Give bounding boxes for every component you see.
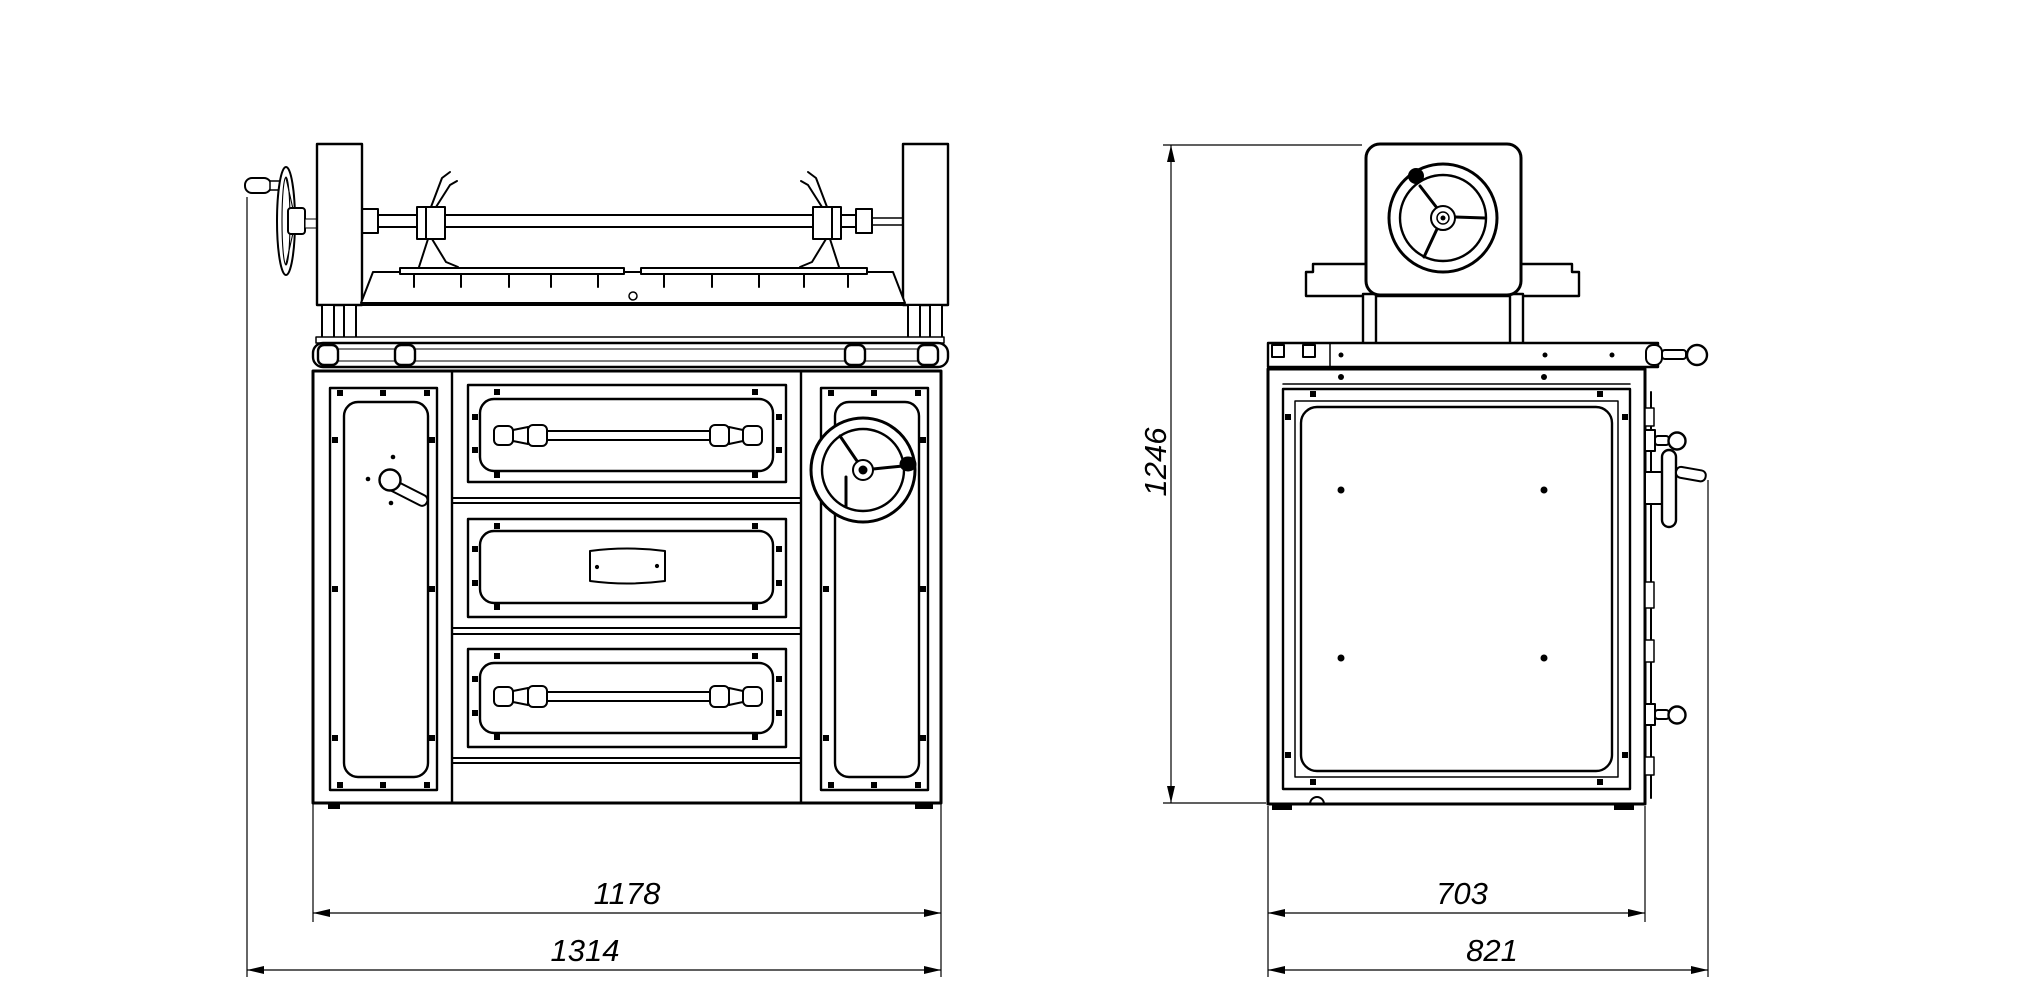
- neck-pillar-left: [1361, 292, 1378, 346]
- drawer-middle: [466, 517, 788, 619]
- gearbox-housing: [1364, 142, 1523, 297]
- spit-post-left: [315, 142, 364, 307]
- dimension-front-overall-width: 1314: [247, 933, 941, 974]
- dim-label-1314: 1314: [551, 933, 620, 968]
- dim-label-703: 703: [1436, 876, 1488, 911]
- upper-ball-knob: [1644, 429, 1687, 452]
- right-door-panel: [809, 386, 930, 792]
- rest-spikes: [413, 273, 849, 288]
- wheel-knob: [1408, 168, 1424, 184]
- rail-nut: [316, 343, 340, 367]
- drip-tray: [316, 267, 949, 306]
- shaft-collar-right: [855, 208, 873, 234]
- handwheel-top: [1387, 162, 1499, 274]
- shaft-collar-left: [361, 208, 379, 234]
- handwheel-edge-left: [276, 166, 319, 276]
- drawer-bottom: [466, 647, 788, 749]
- name-plate: [589, 547, 666, 585]
- foot-pad: [915, 803, 933, 809]
- front-rail: [311, 336, 950, 369]
- dimension-side-overall-height: 1246: [1138, 145, 1175, 803]
- foot-pad: [328, 803, 340, 809]
- left-door-panel: [328, 386, 439, 792]
- dim-label-1246: 1246: [1138, 427, 1173, 497]
- crank-handle: [244, 177, 282, 194]
- rail-nut: [393, 343, 417, 367]
- bottom-notch: [1309, 796, 1325, 805]
- dim-label-821: 821: [1466, 933, 1518, 968]
- side-handwheel-edge: [1644, 448, 1707, 529]
- wheel-knob: [899, 456, 917, 472]
- side-door-panel: [1281, 387, 1632, 791]
- lower-ball-knob: [1644, 703, 1687, 726]
- side-body: [1266, 367, 1647, 810]
- front-view: [244, 142, 950, 809]
- side-view: [1266, 142, 1709, 810]
- side-rail: [1266, 341, 1709, 376]
- rail-ball-lever: [1661, 343, 1709, 367]
- rail-nut: [843, 343, 867, 367]
- handwheel-front: [809, 416, 917, 524]
- dimension-side-body-depth: 703: [1268, 876, 1645, 917]
- spit-shaft-assembly: [244, 142, 950, 344]
- skewer-rest-bar-right: [640, 267, 868, 275]
- rail-nut: [916, 343, 940, 367]
- neck-pillar-right: [1508, 292, 1525, 346]
- valve-lever: [365, 454, 429, 507]
- spit-shaft-stub: [871, 217, 904, 226]
- dimension-side-overall-depth: 821: [1268, 933, 1708, 974]
- drawer-top: [466, 383, 788, 484]
- door-edge-hardware: [1644, 391, 1707, 799]
- dimension-front-body-width: 1178: [313, 876, 941, 917]
- skewer-clamp-right: [799, 171, 847, 296]
- foot-pad: [1272, 804, 1292, 810]
- foot-pad: [1614, 804, 1634, 810]
- spit-post-right: [901, 142, 950, 307]
- tray-hole: [628, 291, 638, 301]
- skewer-rest-bar-left: [399, 267, 625, 275]
- dim-label-1178: 1178: [594, 876, 661, 911]
- dimensions: 1178 1314 703 821 1246: [246, 144, 1709, 977]
